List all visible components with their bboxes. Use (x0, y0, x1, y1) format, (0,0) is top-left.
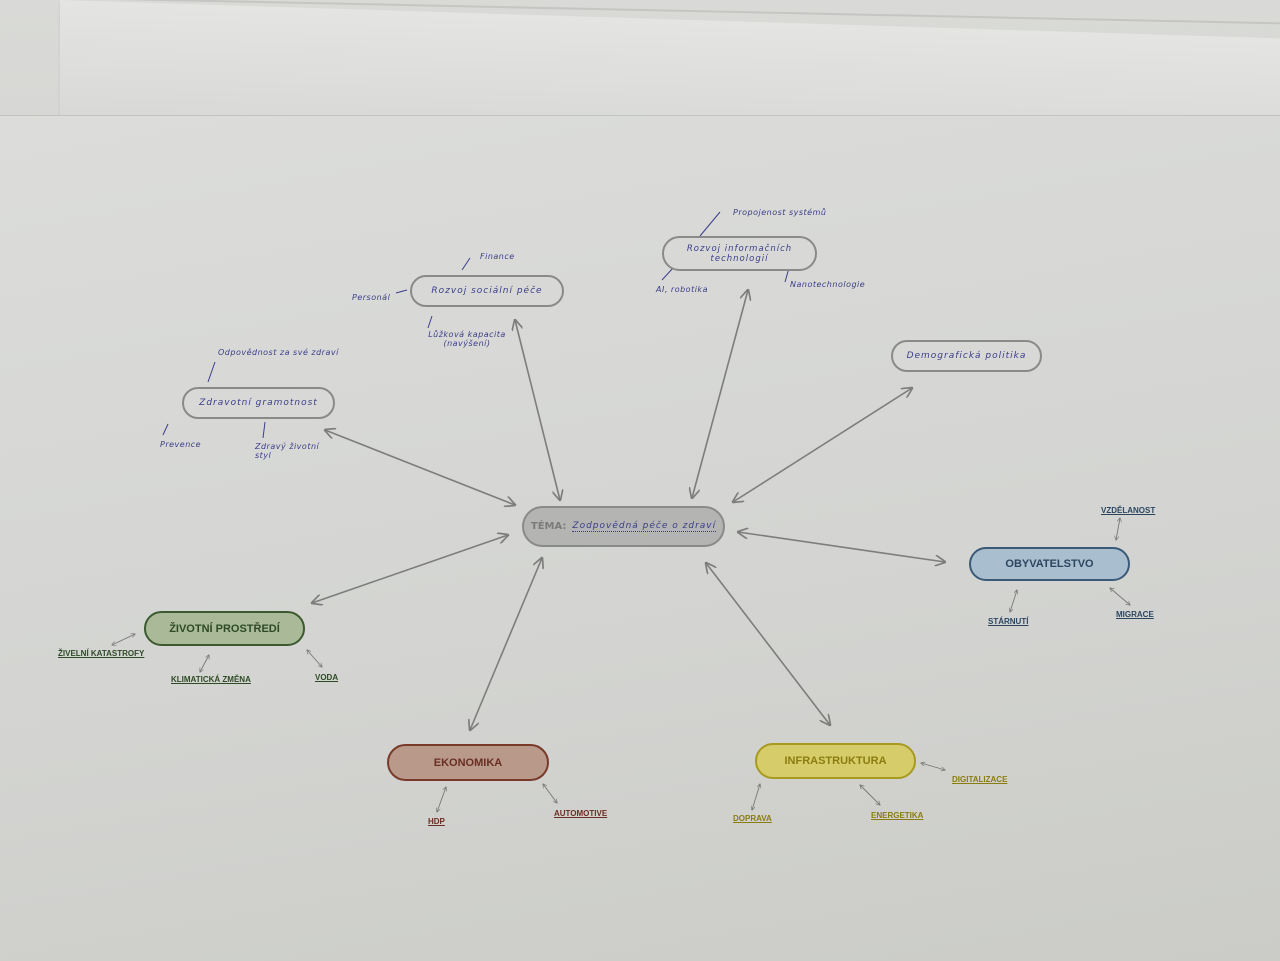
sub-ai-robotics: AI, robotika (656, 285, 708, 294)
sub-automotive: AUTOMOTIVE (554, 809, 608, 818)
arrow-economy (470, 558, 542, 730)
sub-finance: Finance (480, 252, 515, 261)
sub-climate-change: KLIMATICKÁ ZMĚNA (171, 675, 251, 684)
arrow-environment (312, 535, 508, 603)
sub-migration: MIGRACE (1116, 610, 1154, 619)
node-title: INFRASTRUKTURA (784, 755, 887, 767)
sub-digitalization: DIGITALIZACE (952, 775, 1008, 784)
sub-transport: DOPRAVA (733, 814, 772, 823)
node-infrastructure: INFRASTRUKTURA (755, 743, 916, 779)
node-population: OBYVATELSTVO (969, 547, 1130, 581)
sub-arrows (112, 518, 1130, 812)
sub-responsibility: Odpovědnost za své zdraví (218, 348, 339, 357)
sub-bed-capacity: Lůžková kapacita (navýšení) (428, 330, 506, 348)
node-health-literacy: Zdravotní gramotnost (182, 387, 335, 419)
topic-text: Zodpovědná péče o zdraví (572, 521, 717, 532)
node-title: EKONOMIKA (433, 756, 503, 769)
node-title: Rozvoj informačních technologií (686, 243, 793, 264)
arrow-demography (733, 388, 912, 502)
sub-gdp: HDP (428, 817, 445, 826)
node-economy: EKONOMIKA (387, 744, 549, 781)
sub-water: VODA (315, 673, 339, 682)
arrow-it (692, 290, 748, 498)
arrow-population (738, 532, 945, 562)
arrow-infrastructure (706, 563, 830, 725)
node-title: Demografická politika (906, 351, 1027, 361)
sub-staff: Personál (352, 293, 391, 302)
sub-system-interconnection: Propojenost systémů (733, 208, 827, 217)
node-environment: ŽIVOTNÍ PROSTŘEDÍ (144, 611, 305, 646)
sub-healthy-lifestyle: Zdravý životní styl (255, 442, 320, 460)
node-it: Rozvoj informačních technologií (662, 236, 817, 271)
node-title: Rozvoj sociální péče (431, 286, 543, 296)
node-title: ŽIVOTNÍ PROSTŘEDÍ (169, 622, 280, 635)
node-demography: Demografická politika (891, 340, 1042, 372)
sub-education: VZDĚLANOST (1101, 506, 1156, 515)
node-title: Zdravotní gramotnost (199, 398, 318, 408)
sub-prevention: Prevence (160, 440, 202, 449)
sub-energy: ENERGETIKA (871, 811, 924, 820)
arrow-health-literacy (325, 430, 515, 505)
node-title: OBYVATELSTVO (1005, 558, 1094, 570)
arrow-social-care (515, 320, 560, 500)
sub-disasters: ŽIVELNÍ KATASTROFY (58, 649, 145, 658)
sub-nanotech: Nanotechnologie (790, 280, 866, 289)
central-topic-node: TÉMA: Zodpovědná péče o zdraví (522, 506, 725, 547)
sub-aging: STÁRNUTÍ (988, 617, 1029, 626)
topic-prefix: TÉMA: (530, 521, 567, 532)
node-social-care: Rozvoj sociální péče (410, 275, 564, 307)
